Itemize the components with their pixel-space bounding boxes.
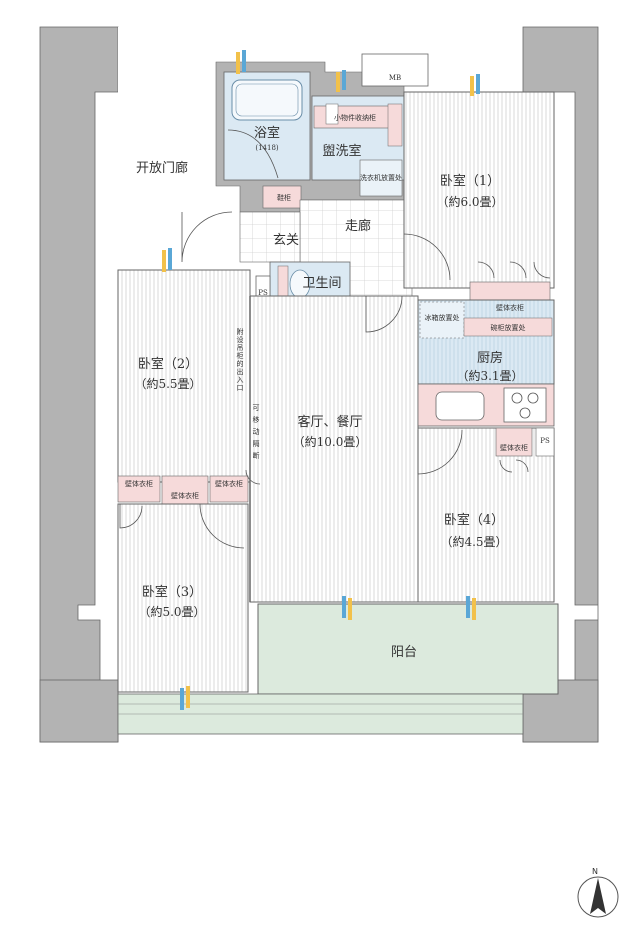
label-bed4-size: （約4.5畳） [440, 534, 507, 549]
label-bed3: 卧室（3） [142, 584, 202, 600]
label-closet-bed1: 壁体衣柜 [496, 303, 524, 312]
label-small-storage: 小物件收纳柜 [334, 113, 376, 122]
label-closet-3: 壁体衣柜 [215, 479, 243, 488]
bathtub [231, 79, 303, 121]
label-toilet: 卫生间 [302, 276, 341, 291]
label-bed1-size: （約6.0畳） [436, 194, 503, 209]
mb-box [361, 53, 429, 87]
balcony [257, 603, 559, 695]
wall-block [39, 679, 119, 743]
compass: N [577, 867, 619, 918]
label-kitchen-size: （約3.1畳） [456, 368, 523, 383]
bedroom-4 [417, 427, 555, 603]
label-shoes: 鞋柜 [277, 193, 291, 202]
bedroom-2 [117, 269, 251, 483]
label-closet-2: 壁体衣柜 [171, 491, 199, 500]
label-fridge: 冰箱放置处 [425, 313, 460, 322]
label-bed3-size: （約5.0畳） [138, 604, 205, 619]
label-closet-4: 壁体衣柜 [500, 443, 528, 452]
dish-cabinet [463, 317, 553, 337]
label-partition: 可移动隔断 [253, 404, 260, 460]
living-dining [249, 295, 419, 603]
label-kitchen: 厨房 [477, 350, 503, 366]
label-washer: 洗衣机放置处 [360, 173, 402, 182]
closet-bed2 [117, 475, 161, 503]
label-bed2-size: （約5.5畳） [134, 376, 201, 391]
label-dish: 碗柜放置处 [491, 323, 526, 332]
fridge-space [419, 301, 465, 339]
label-partition-note: 附设吊柜的出入口 [237, 327, 244, 392]
closet-bed4 [495, 427, 533, 457]
compass-north-label: N [592, 867, 598, 876]
washer-space [359, 159, 403, 197]
label-closet-1: 壁体衣柜 [125, 479, 153, 488]
bedroom-1 [403, 91, 555, 289]
open-corridor-area [118, 27, 218, 267]
label-ps-2: PS [540, 437, 550, 445]
label-open-corridor: 开放门廊 [136, 160, 188, 176]
label-bath: 浴室 [254, 125, 280, 141]
label-living: 客厅、餐厅 [297, 414, 362, 430]
bedroom-3 [117, 503, 249, 693]
stove [503, 387, 547, 423]
label-balcony: 阳台 [391, 645, 417, 660]
label-washroom: 盥洗室 [322, 143, 361, 159]
label-bed1: 卧室（1） [440, 173, 500, 189]
sink [435, 391, 485, 421]
label-mb: MB [389, 74, 401, 82]
door-swings [119, 211, 551, 549]
label-hallway: 走廊 [345, 218, 371, 234]
window-markers [162, 50, 480, 710]
label-bed4: 卧室（4） [444, 512, 504, 528]
label-bath-size: (1418) [255, 144, 279, 152]
shoe-cabinet [262, 185, 302, 209]
label-living-size: （約10.0畳） [293, 434, 368, 449]
label-bed2: 卧室（2） [138, 356, 198, 372]
label-ps-1: PS [258, 289, 268, 297]
label-entrance: 玄关 [273, 233, 299, 248]
closet-bed3b [209, 475, 249, 503]
